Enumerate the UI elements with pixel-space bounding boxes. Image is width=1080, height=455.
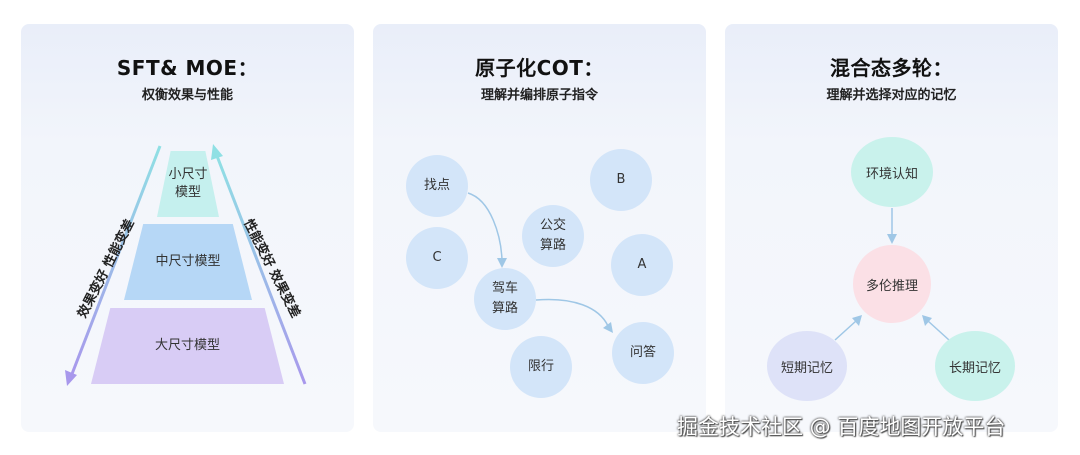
panel-mixed-multiturn: 混合态多轮： 理解并选择对应的记忆 环境认知 多伦推理 短期记忆 长期记忆 — [725, 24, 1058, 432]
arrow-short-to-reason — [834, 320, 857, 341]
memory-arrows — [834, 208, 950, 341]
panel-subtitle: 理解并选择对应的记忆 — [826, 88, 957, 103]
large-model-label: 大尺寸模型 — [154, 338, 220, 353]
arrow-head — [603, 322, 613, 333]
panel-title: SFT& MOE： — [116, 56, 259, 80]
node-short-term-memory: 短期记忆 — [767, 331, 847, 401]
node-label: 多伦推理 — [865, 278, 918, 294]
arrow-head — [497, 258, 507, 268]
node-qa: 问答 — [612, 322, 674, 384]
small-model-label: 小尺寸 模型 — [168, 167, 208, 200]
node-label: A — [637, 257, 647, 272]
node-find-point: 找点 — [406, 155, 468, 217]
arrow-head — [922, 315, 932, 326]
medium-model-layer: 中尺寸模型 — [124, 224, 252, 300]
left-arrow-line — [70, 145, 162, 375]
right-arrow-line — [215, 155, 307, 385]
arrow-find-to-drive — [467, 192, 503, 261]
large-model-layer: 大尺寸模型 — [91, 308, 284, 384]
node-label: 找点 — [423, 178, 450, 193]
node-label: 公交 算路 — [539, 218, 566, 253]
node-label: 短期记忆 — [780, 360, 833, 376]
node-label: C — [432, 250, 442, 265]
node-drive-route: 驾车 算路 — [474, 268, 536, 330]
arrow-head — [852, 315, 862, 326]
panel-subtitle: 理解并编排原子指令 — [480, 88, 598, 103]
node-label: 长期记忆 — [948, 360, 1001, 376]
node-b: B — [590, 149, 652, 211]
arrow-head — [887, 234, 897, 244]
node-multi-reasoning: 多伦推理 — [853, 245, 931, 323]
node-c: C — [406, 227, 468, 289]
node-restriction: 限行 — [510, 336, 572, 398]
node-label: B — [616, 172, 626, 187]
panel-sft-moe: SFT& MOE： 权衡效果与性能 小尺寸 模型 中尺寸模型 大尺寸模型 效果变… — [21, 24, 354, 432]
node-label: 环境认知 — [865, 166, 918, 182]
left-arrow-head — [65, 370, 77, 386]
panel-title: 原子化COT： — [475, 56, 604, 80]
node-label: 问答 — [629, 345, 656, 360]
small-model-layer: 小尺寸 模型 — [157, 151, 219, 217]
panel-atomic-cot: 原子化COT： 理解并编排原子指令 找点 B 公交 算路 C A 驾车 算路 问… — [373, 24, 706, 432]
node-long-term-memory: 长期记忆 — [935, 331, 1015, 401]
panel-title: 混合态多轮： — [830, 56, 953, 80]
medium-model-label: 中尺寸模型 — [155, 254, 221, 269]
right-arrow-head — [211, 144, 223, 160]
watermark: 掘金技术社区 @ 百度地图开放平台 — [677, 415, 1006, 439]
node-a: A — [611, 234, 673, 296]
panel-subtitle: 权衡效果与性能 — [141, 88, 233, 103]
node-bus-route: 公交 算路 — [522, 205, 584, 267]
pyramid-arrows — [65, 144, 307, 386]
node-env-cognition: 环境认知 — [851, 137, 933, 207]
cot-arrows — [467, 192, 613, 333]
node-label: 限行 — [527, 359, 554, 374]
node-label: 驾车 算路 — [491, 281, 518, 316]
arrow-long-to-reason — [927, 320, 950, 341]
arrow-drive-to-qa — [535, 298, 609, 327]
